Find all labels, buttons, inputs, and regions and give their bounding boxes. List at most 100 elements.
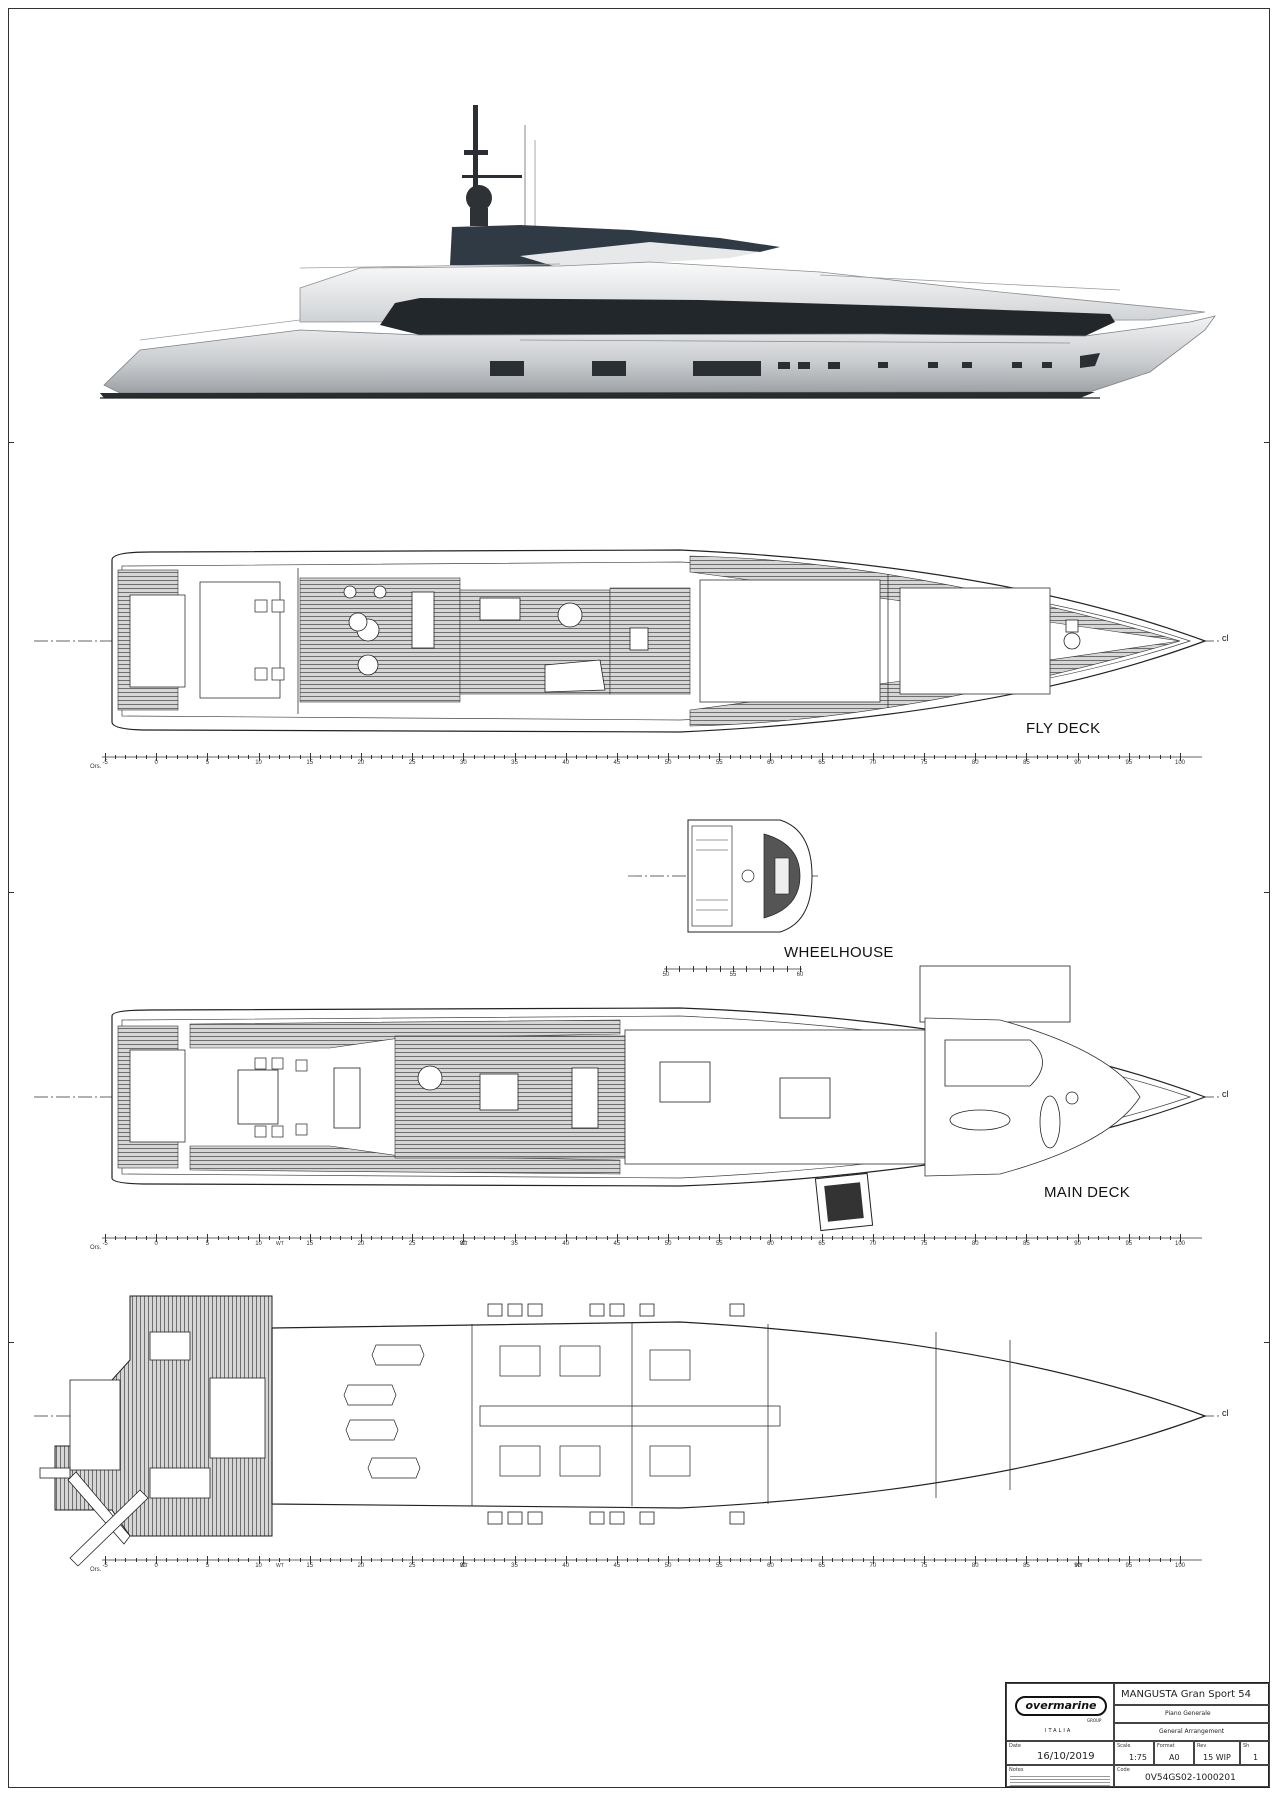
scale-minor-tick (1149, 755, 1151, 759)
scale-tick-label: 80 (971, 760, 979, 766)
scale-minor-tick (719, 753, 721, 761)
drawing-code: 0V54GS02-1000201 (1145, 1773, 1236, 1783)
scale-prefix: Ors. (90, 1567, 102, 1573)
scale-tick-label: 40 (562, 1241, 570, 1247)
scale-minor-tick (1005, 755, 1007, 759)
logo-cell: overmarine GROUP ITALIA (1006, 1683, 1114, 1741)
scale-minor-tick (412, 753, 413, 761)
scale-minor-tick (924, 753, 925, 761)
scale-minor-tick (893, 1236, 895, 1240)
scale-tick-label: 75 (920, 1563, 928, 1569)
scale-minor-tick (289, 1558, 291, 1562)
scale-minor-tick (156, 753, 157, 761)
scale-minor-tick (371, 755, 372, 759)
scale-minor-tick (545, 1236, 547, 1240)
scale-minor-tick (647, 1558, 649, 1562)
scale-minor-tick (268, 1558, 270, 1562)
fly-deck-plan (34, 549, 1220, 733)
scale-tick-label: 10 (255, 1563, 262, 1569)
scale-minor-tick (371, 1558, 372, 1562)
scale-minor-tick (391, 1558, 393, 1562)
scale-minor-tick (934, 755, 936, 759)
scale-minor-tick (258, 753, 260, 761)
scale-minor-tick (309, 1556, 311, 1564)
scale-minor-tick (432, 1558, 434, 1562)
scale-minor-tick (934, 1558, 936, 1562)
scale-minor-tick (156, 1234, 157, 1242)
scale-minor-tick (1016, 1236, 1017, 1240)
scale-minor-tick (453, 1236, 454, 1240)
scale-minor-tick (770, 1556, 772, 1564)
scale-minor-tick (504, 755, 506, 759)
scale-minor-tick (1159, 1558, 1161, 1562)
wheelhouse-scale-tick (746, 966, 748, 972)
scale-minor-tick (903, 1236, 905, 1240)
scale-minor-tick (780, 1558, 782, 1562)
zone-tick (1264, 1342, 1270, 1343)
scale-minor-tick (627, 1236, 628, 1240)
sheet-value: 1 (1253, 1753, 1259, 1762)
scale-minor-tick (217, 1558, 219, 1562)
date-caption: Date (1009, 1743, 1021, 1749)
scale-tick-label: 0 (154, 1241, 158, 1247)
scale-minor-tick (1118, 1558, 1120, 1562)
scale-minor-tick (494, 1236, 495, 1240)
wheelhouse-plan (628, 819, 820, 970)
scale-minor-tick (1077, 1234, 1079, 1242)
scale-minor-tick (903, 755, 905, 759)
scale-tick-label: 5 (205, 1563, 210, 1569)
scale-minor-tick (565, 753, 567, 761)
scale-tick-label: 35 (511, 760, 518, 766)
scale-minor-tick (197, 1558, 198, 1562)
scale-tick-label: 90 (1074, 1563, 1081, 1569)
scale-minor-tick (750, 1558, 751, 1562)
scale-minor-tick (422, 1558, 424, 1562)
scale-tick-label: 20 (357, 760, 365, 766)
scale-minor-tick (657, 1558, 659, 1562)
scale-prefix: Ors. (90, 764, 102, 770)
scale-minor-tick (586, 755, 587, 759)
scale-minor-tick (811, 755, 813, 759)
scale-minor-tick (1016, 755, 1017, 759)
tender-garage-hatch (919, 965, 1071, 1023)
scale-minor-tick (238, 1558, 239, 1562)
scale-minor-tick (186, 1236, 188, 1240)
scale-minor-tick (381, 1558, 383, 1562)
scale-minor-tick (637, 1558, 639, 1562)
scale-minor-tick (934, 1236, 936, 1240)
scale-value: 1:75 (1129, 1753, 1147, 1762)
scale-tick-label: -5 (102, 760, 108, 766)
scale-minor-tick (739, 1558, 741, 1562)
scale-minor-tick (350, 755, 352, 759)
scale-minor-tick (995, 1236, 997, 1240)
rev-caption: Rev (1197, 1743, 1207, 1749)
code-cell: Code 0V54GS02-1000201 (1114, 1765, 1270, 1787)
scale-minor-tick (258, 1556, 260, 1564)
zone-tick (1264, 892, 1270, 893)
scale-minor-tick (248, 755, 250, 759)
scale-minor-tick (688, 1558, 690, 1562)
project-name: MANGUSTA Gran Sport 54 (1121, 1689, 1251, 1700)
wheelhouse-scale-tick (759, 966, 761, 972)
scale-minor-tick (555, 755, 557, 759)
scale-minor-tick (770, 1234, 772, 1242)
scale-minor-tick (688, 755, 690, 759)
scale-tick-label: 45 (613, 760, 621, 766)
wheelhouse-scale-label: 50 (662, 972, 670, 978)
scale-minor-tick (309, 753, 311, 761)
zone-tick (8, 442, 14, 443)
scale-minor-tick (514, 753, 516, 761)
scale-minor-tick (504, 1236, 506, 1240)
scale-minor-tick (350, 1558, 352, 1562)
watertight-bulkhead-mark: WT (460, 1241, 468, 1247)
scale-cell: Scale 1:75 (1114, 1741, 1154, 1765)
logo-sub: GROUP (1087, 1718, 1102, 1723)
scale-tick-label: 65 (818, 1241, 825, 1247)
scale-minor-tick (371, 1236, 372, 1240)
scale-minor-tick (442, 1236, 444, 1240)
scale-tick-label: 5 (205, 760, 210, 766)
scale-minor-tick (320, 1236, 321, 1240)
scale-minor-tick (1077, 753, 1079, 761)
scale-minor-tick (575, 1558, 577, 1562)
scale-minor-tick (463, 1234, 465, 1242)
